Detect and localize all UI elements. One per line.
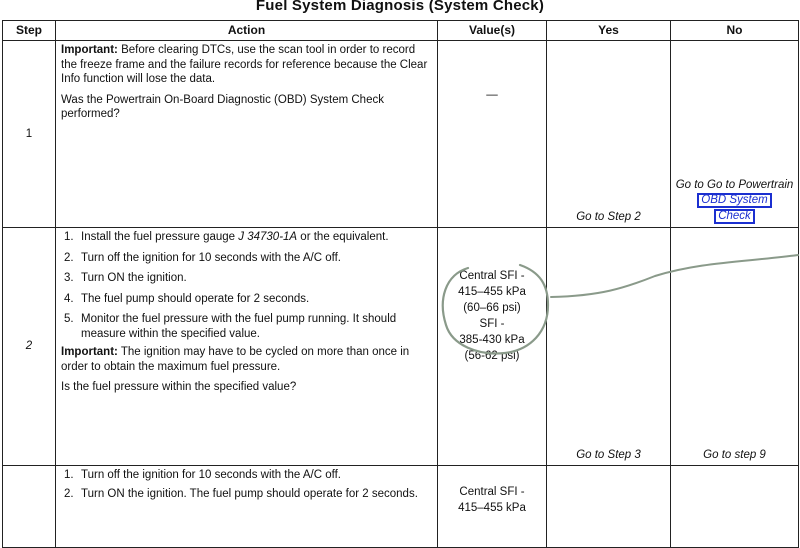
go-to-step-2-text: Go to Step 2 <box>576 210 641 223</box>
value-line: Central SFI - <box>459 486 525 498</box>
list-item: 3.Turn ON the ignition. <box>64 272 187 284</box>
step-2-label: 2 <box>25 340 33 353</box>
list-item: 1.Install the fuel pressure gauge J 3473… <box>64 231 389 243</box>
yes-cell <box>546 465 671 548</box>
important-note: Important: Before clearing DTCs, use the… <box>61 43 433 87</box>
important-note: Important: The ignition may have to be c… <box>61 345 433 374</box>
instruction-list: 1.Turn off the ignition for 10 seconds w… <box>61 468 433 501</box>
value-cell: — <box>437 40 547 228</box>
obd-system-check-link[interactable]: OBD System <box>697 193 772 208</box>
value-line: Central SFI - <box>459 270 525 282</box>
yes-cell: Go to Step 2 <box>546 40 671 228</box>
no-prefix: Go to Go to Powertrain <box>675 179 794 191</box>
header-step: Step <box>2 20 56 41</box>
important-label: Important: <box>61 346 118 358</box>
value-line: 385-430 kPa <box>459 334 525 346</box>
no-prefix-text: Go to Powertrain <box>707 179 794 191</box>
list-item: 2.Turn off the ignition for 10 seconds w… <box>64 251 341 264</box>
no-cell <box>670 465 799 548</box>
list-item: 5.Monitor the fuel pressure with the fue… <box>64 313 397 340</box>
action-cell: Important: Before clearing DTCs, use the… <box>55 40 438 228</box>
table-row: 1 Important: Before clearing DTCs, use t… <box>2 40 799 228</box>
action-cell: 1.Install the fuel pressure gauge J 3473… <box>55 227 438 466</box>
value-line: (56-62 psi) <box>464 350 520 362</box>
header-values: Value(s) <box>437 20 547 41</box>
action-cell: 1.Turn off the ignition for 10 seconds w… <box>55 465 438 548</box>
step-number: 1 <box>2 40 56 228</box>
value-line: 415–455 kPa <box>458 502 526 514</box>
value-line: SFI - <box>479 318 505 330</box>
header-no: No <box>670 20 799 41</box>
table-row: 2 1.Install the fuel pressure gauge J 34… <box>2 227 799 466</box>
question: Was the Powertrain On-Board Diagnostic (… <box>61 93 384 121</box>
go-to-step-9-text: Go to step 9 <box>703 448 766 461</box>
list-item: 1.Turn off the ignition for 10 seconds w… <box>64 469 341 481</box>
header-yes: Yes <box>546 20 671 41</box>
value-line: 415–455 kPa <box>458 286 526 298</box>
obd-system-check-link-2[interactable]: Check <box>714 209 755 224</box>
diagnosis-table: Step Action Value(s) Yes No 1 Important:… <box>2 20 799 548</box>
question: Is the fuel pressure within the specifie… <box>61 381 297 393</box>
important-text: The ignition may have to be cycled on mo… <box>61 346 410 373</box>
important-label: Important: <box>61 44 118 56</box>
table-row: 1.Turn off the ignition for 10 seconds w… <box>2 465 799 548</box>
header-action: Action <box>55 20 438 41</box>
page-title: Fuel System Diagnosis (System Check) <box>255 0 545 14</box>
important-text: Before clearing DTCs, use the scan tool … <box>61 44 428 85</box>
go-to-step-3-text: Go to Step 3 <box>576 448 641 461</box>
instruction-list: 1.Install the fuel pressure gauge J 3473… <box>61 230 433 341</box>
no-cell: Go to Go to Powertrain OBD System Check <box>670 40 799 228</box>
value-line: (60–66 psi) <box>463 302 521 314</box>
header-row: Step Action Value(s) Yes No <box>2 20 799 41</box>
list-item: 4.The fuel pump should operate for 2 sec… <box>64 292 310 305</box>
value-cell: Central SFI - 415–455 kPa <box>437 465 547 548</box>
step-number <box>2 465 56 548</box>
list-item: 2.Turn ON the ignition. The fuel pump sh… <box>64 487 418 500</box>
